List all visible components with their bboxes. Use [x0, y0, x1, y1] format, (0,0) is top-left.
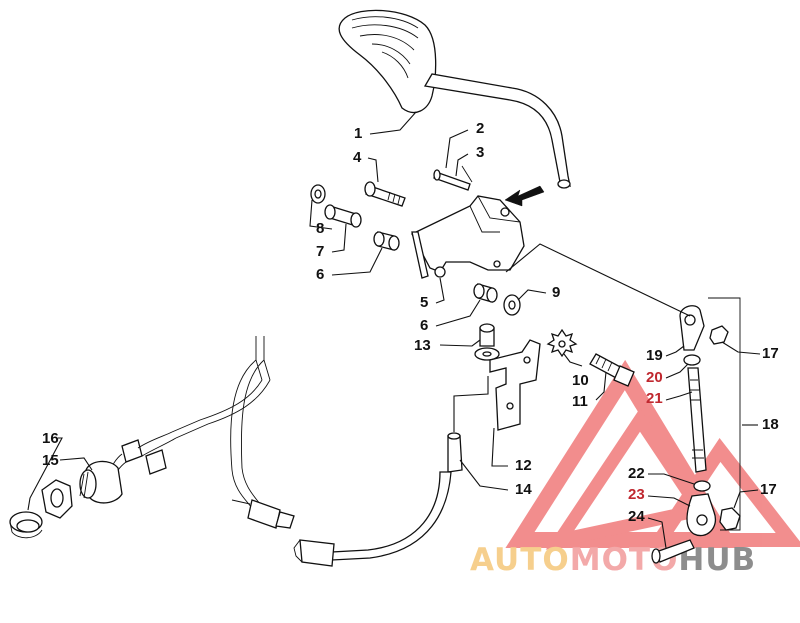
callout-22: 22	[628, 465, 645, 482]
ignition-switch	[41, 460, 123, 519]
shift-lever-handle	[338, 9, 571, 189]
watermark-auto: AUTO	[470, 542, 570, 578]
callout-8: 8	[316, 220, 324, 237]
callout-16: 16	[42, 430, 59, 447]
linkage-rod-assembly	[651, 297, 741, 564]
watermark-triangles	[505, 359, 800, 550]
shift-pivot-bracket	[411, 195, 525, 279]
callout-13: 13	[414, 337, 431, 354]
callout-6: 6	[420, 317, 428, 334]
callout-9: 9	[552, 284, 560, 301]
cotter-pin	[433, 165, 473, 191]
callout-7: 7	[316, 243, 324, 260]
direction-arrow	[504, 185, 545, 207]
callout-6: 6	[316, 266, 324, 283]
watermark-logo: AUTOMOTOHUB	[470, 359, 800, 578]
callout-14: 14	[515, 481, 532, 498]
callout-21: 21	[646, 390, 663, 407]
pivot-bolt	[364, 181, 406, 207]
bushing-short-right	[473, 283, 498, 303]
callout-12: 12	[515, 457, 532, 474]
callout-15: 15	[42, 452, 59, 469]
callout-1: 1	[354, 125, 362, 142]
callout-10: 10	[572, 372, 589, 389]
callout-23: 23	[628, 486, 645, 503]
callout-11: 11	[572, 393, 588, 410]
switch-bracket	[489, 339, 541, 431]
washer-right	[503, 294, 521, 316]
callout-17: 17	[760, 481, 777, 498]
switch-bolt	[589, 353, 635, 387]
switch-bezel-ring	[9, 511, 43, 539]
wiring-harness	[107, 336, 463, 567]
callout-24: 24	[628, 508, 645, 525]
callout-5: 5	[420, 294, 428, 311]
star-washer	[546, 328, 578, 358]
callout-3: 3	[476, 144, 484, 161]
callout-2: 2	[476, 120, 484, 137]
switch-plunger	[474, 323, 500, 361]
leader-lines	[27, 111, 761, 549]
watermark-text: AUTOMOTOHUB	[470, 542, 756, 578]
bushing-long	[324, 204, 362, 228]
callout-20: 20	[646, 369, 663, 386]
washer-left	[310, 184, 326, 204]
callout-18: 18	[762, 416, 779, 433]
callout-4: 4	[353, 149, 362, 166]
callout-19: 19	[646, 347, 663, 364]
bushing-short-left	[373, 231, 400, 251]
callout-17: 17	[762, 345, 779, 362]
